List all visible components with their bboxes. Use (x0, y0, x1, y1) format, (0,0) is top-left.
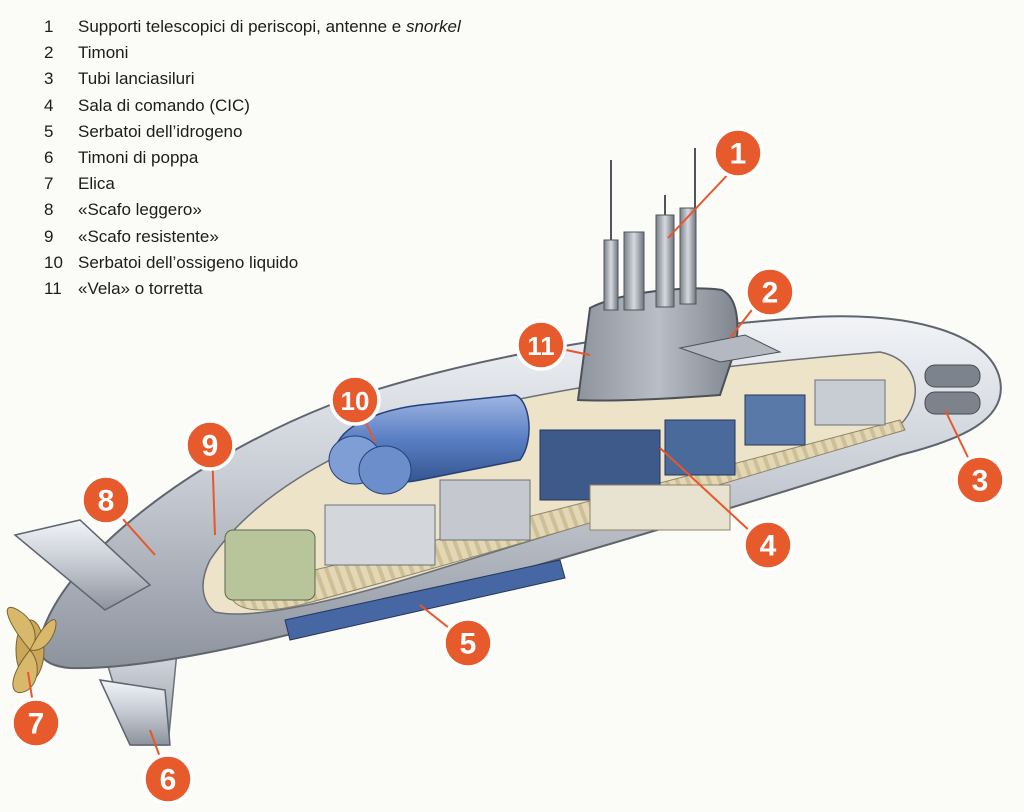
callout-number: 4 (760, 530, 777, 563)
legend-item-9: 9 «Scafo resistente» (44, 224, 461, 250)
callout-number: 7 (28, 708, 45, 741)
callout-badge-6: 6 (142, 753, 194, 805)
callout-badge-11: 11 (515, 319, 567, 371)
legend-text: Tubi lanciasiluri (78, 69, 195, 89)
sail-planes (678, 334, 782, 363)
legend-text: Serbatoi dell’ossigeno liquido (78, 252, 299, 272)
callout-number: 5 (460, 628, 477, 661)
callout-number: 1 (730, 138, 747, 171)
legend-item-4: 4 Sala di comando (CIC) (44, 93, 461, 119)
legend-item-7: 7 Elica (44, 171, 461, 197)
legend-text: Timoni (78, 43, 129, 63)
masts (603, 148, 697, 311)
legend-number: 6 (44, 148, 54, 168)
legend-text-main: Supporti telescopici di periscopi, anten… (78, 17, 406, 36)
legend-number: 2 (44, 43, 54, 63)
legend-text: Elica (78, 174, 115, 194)
legend-item-10: 10 Serbatoi dell’ossigeno liquido (44, 250, 461, 276)
legend-number: 10 (44, 252, 63, 272)
legend-text: «Scafo leggero» (78, 200, 202, 220)
legend-item-11: 11 «Vela» o torretta (44, 276, 461, 302)
callout-number: 10 (341, 386, 370, 416)
legend-item-3: 3 Tubi lanciasiluri (44, 66, 461, 92)
callout-number: 8 (98, 485, 115, 518)
legend-text: Timoni di poppa (78, 148, 199, 168)
legend-item-5: 5 Serbatoi dell’idrogeno (44, 119, 461, 145)
stern-fins (13, 519, 171, 746)
legend-number: 9 (44, 226, 54, 246)
callout-badge-5: 5 (442, 617, 494, 669)
legend-text: Supporti telescopici di periscopi, anten… (78, 14, 461, 40)
propeller (6, 607, 57, 693)
callout-badge-1: 1 (712, 127, 764, 179)
legend-item-2: 2 Timoni (44, 40, 461, 66)
legend-number: 1 (44, 17, 54, 36)
legend-item-8: 8 «Scafo leggero» (44, 197, 461, 223)
callout-badge-2: 2 (744, 266, 796, 318)
legend-number: 4 (44, 95, 54, 115)
legend-item-1: 1 Supporti telescopici di periscopi, ante… (44, 14, 461, 40)
callout-badge-10: 10 (329, 374, 381, 426)
machinery (224, 379, 886, 601)
callout-number: 6 (160, 764, 177, 797)
hydrogen-tanks (284, 559, 566, 641)
legend-list: 1 Supporti telescopici di periscopi, ante… (44, 14, 461, 302)
legend-number: 7 (44, 174, 54, 194)
legend-text: «Vela» o torretta (78, 279, 203, 299)
callout-badge-9: 9 (184, 419, 236, 471)
callout-badge-3: 3 (954, 454, 1006, 506)
callout-number: 2 (762, 277, 779, 310)
torpedo-tubes (924, 364, 981, 415)
legend-item-6: 6 Timoni di poppa (44, 145, 461, 171)
callout-badge-7: 7 (10, 697, 62, 749)
legend-number: 5 (44, 121, 54, 141)
legend-text-italic: snorkel (405, 17, 461, 36)
callout-number: 9 (202, 430, 219, 463)
legend-text: «Scafo resistente» (78, 226, 219, 246)
legend-text: Sala di comando (CIC) (78, 95, 250, 115)
callout-badge-4: 4 (742, 519, 794, 571)
legend-number: 8 (44, 200, 54, 220)
legend-text: Serbatoi dell’idrogeno (78, 121, 243, 141)
callout-number: 3 (972, 465, 989, 498)
legend-number: 3 (44, 69, 54, 89)
legend-number: 11 (44, 279, 62, 299)
callout-badge-8: 8 (80, 474, 132, 526)
oxygen-tanks (328, 394, 530, 495)
callout-number: 11 (527, 331, 555, 361)
